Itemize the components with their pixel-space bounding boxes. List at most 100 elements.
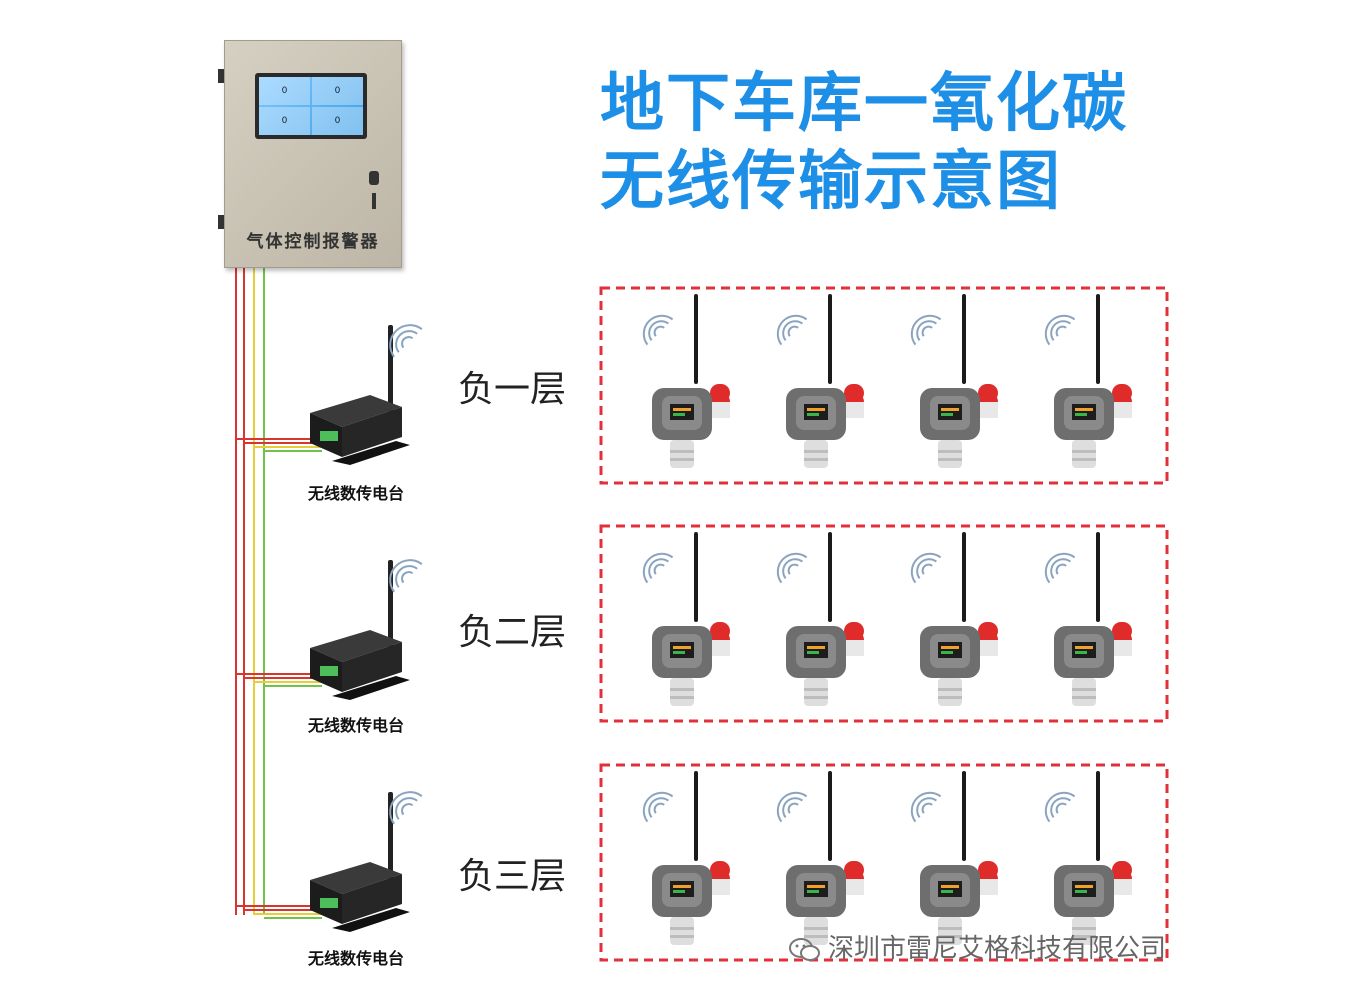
- sensor-head: [1072, 440, 1096, 468]
- watermark-text: 深圳市雷尼艾格科技有限公司: [828, 934, 1167, 964]
- antenna-icon: [694, 294, 698, 384]
- antenna-icon: [1096, 771, 1100, 861]
- detector-zones: [599, 286, 1169, 962]
- wifi-signal-icon: [776, 791, 808, 823]
- wifi-signal-icon: [1050, 558, 1071, 579]
- sensor-groove: [804, 688, 828, 691]
- wifi-signal-icon: [1055, 325, 1067, 337]
- radio-front: [342, 407, 402, 457]
- sensor-groove: [1072, 927, 1096, 930]
- alarm-light-dome: [978, 861, 998, 879]
- antenna-icon: [388, 792, 393, 882]
- sensor-groove: [938, 688, 962, 691]
- detector-display: [670, 881, 694, 897]
- co-gas-detector: [910, 771, 998, 945]
- screen-cell: 0: [259, 107, 310, 135]
- terminal-block-icon: [320, 431, 338, 441]
- wifi-signal-icon: [653, 325, 665, 337]
- controller-screen: 0 0 0 0: [255, 73, 367, 139]
- detector-display-bar: [673, 413, 685, 416]
- controller-label: 气体控制报警器: [246, 232, 380, 252]
- screen-cell: 0: [259, 77, 310, 105]
- gas-control-alarm-cabinet: 0 0 0 0 气体控制报警器: [218, 40, 402, 268]
- detector-display-bar: [941, 646, 959, 649]
- detector-display: [670, 642, 694, 658]
- sensor-groove: [670, 935, 694, 938]
- detectors: [642, 294, 1132, 945]
- detector-display-bar: [1075, 890, 1087, 893]
- company-watermark: 深圳市雷尼艾格科技有限公司: [788, 928, 1166, 965]
- diagram-title-line1: 地下车库一氧化碳: [600, 67, 1128, 141]
- alarm-light-base: [978, 402, 998, 418]
- detector-display-bar: [673, 408, 691, 411]
- sensor-groove: [938, 935, 962, 938]
- diagram-title-line2: 无线传输示意图: [600, 145, 1062, 219]
- antenna-icon: [1096, 532, 1100, 622]
- detector-display: [938, 404, 962, 420]
- alarm-light-dome: [710, 861, 730, 879]
- radio-top: [310, 630, 402, 662]
- radio-top: [310, 862, 402, 894]
- sensor-groove: [804, 927, 828, 930]
- alarm-light-base: [844, 879, 864, 895]
- wireless-radio-unit: [310, 791, 423, 932]
- detector-display: [670, 404, 694, 420]
- sensor-groove: [1072, 696, 1096, 699]
- alarm-light-dome: [710, 384, 730, 402]
- wifi-signal-icon: [395, 330, 418, 353]
- antenna-icon: [828, 294, 832, 384]
- wifi-signal-icon: [782, 320, 803, 341]
- antenna-icon: [388, 325, 393, 415]
- wifi-signal-icon: [653, 563, 665, 575]
- alarm-light-base: [1112, 402, 1132, 418]
- sensor-groove: [938, 696, 962, 699]
- wifi-signal-icon: [921, 563, 933, 575]
- radio-label-b2: 无线数传电台: [308, 716, 405, 735]
- alarm-light-dome: [1112, 622, 1132, 640]
- sensor-head: [1072, 678, 1096, 706]
- lock-handle-icon: [372, 193, 376, 209]
- wifi-signal-icon: [776, 552, 808, 584]
- wifi-signal-icon: [1044, 791, 1076, 823]
- wifi-signal-icon: [389, 791, 423, 825]
- radio-label-b3: 无线数传电台: [308, 949, 405, 968]
- detector-display-bar: [1075, 408, 1093, 411]
- antenna-icon: [962, 771, 966, 861]
- wifi-signal-icon: [910, 791, 942, 823]
- screen-cell: 0: [312, 77, 363, 105]
- wifi-signal-icon: [910, 552, 942, 584]
- wifi-signal-icon: [910, 314, 942, 346]
- detector-display-bar: [807, 646, 825, 649]
- co-gas-detector: [910, 294, 998, 468]
- sensor-groove: [670, 696, 694, 699]
- co-gas-detector: [776, 532, 864, 706]
- wifi-signal-icon: [648, 558, 669, 579]
- sensor-groove: [938, 927, 962, 930]
- detector-display-bar: [807, 408, 825, 411]
- alarm-light-dome: [978, 384, 998, 402]
- wifi-signal-icon: [1050, 320, 1071, 341]
- detector-display-bar: [1075, 885, 1093, 888]
- wiring: [235, 266, 322, 919]
- sensor-groove: [938, 458, 962, 461]
- detector-zone-border: [599, 286, 1169, 485]
- wifi-signal-icon: [642, 552, 674, 584]
- radio-units: [310, 324, 423, 932]
- detector-display-bar: [673, 646, 691, 649]
- wifi-signal-icon: [401, 336, 414, 349]
- detector-display: [804, 404, 828, 420]
- antenna-icon: [694, 771, 698, 861]
- alarm-light-dome: [1112, 861, 1132, 879]
- detector-display-bar: [941, 651, 953, 654]
- sensor-groove: [938, 450, 962, 453]
- antenna-icon: [962, 532, 966, 622]
- alarm-light-base: [1112, 879, 1132, 895]
- sensor-head: [670, 917, 694, 945]
- radio-base: [332, 676, 410, 700]
- alarm-light-base: [978, 640, 998, 656]
- wireless-radio-unit: [310, 324, 423, 465]
- wifi-signal-icon: [782, 558, 803, 579]
- co-gas-detector: [1044, 532, 1132, 706]
- wifi-signal-icon: [642, 791, 674, 823]
- wifi-signal-icon: [787, 325, 799, 337]
